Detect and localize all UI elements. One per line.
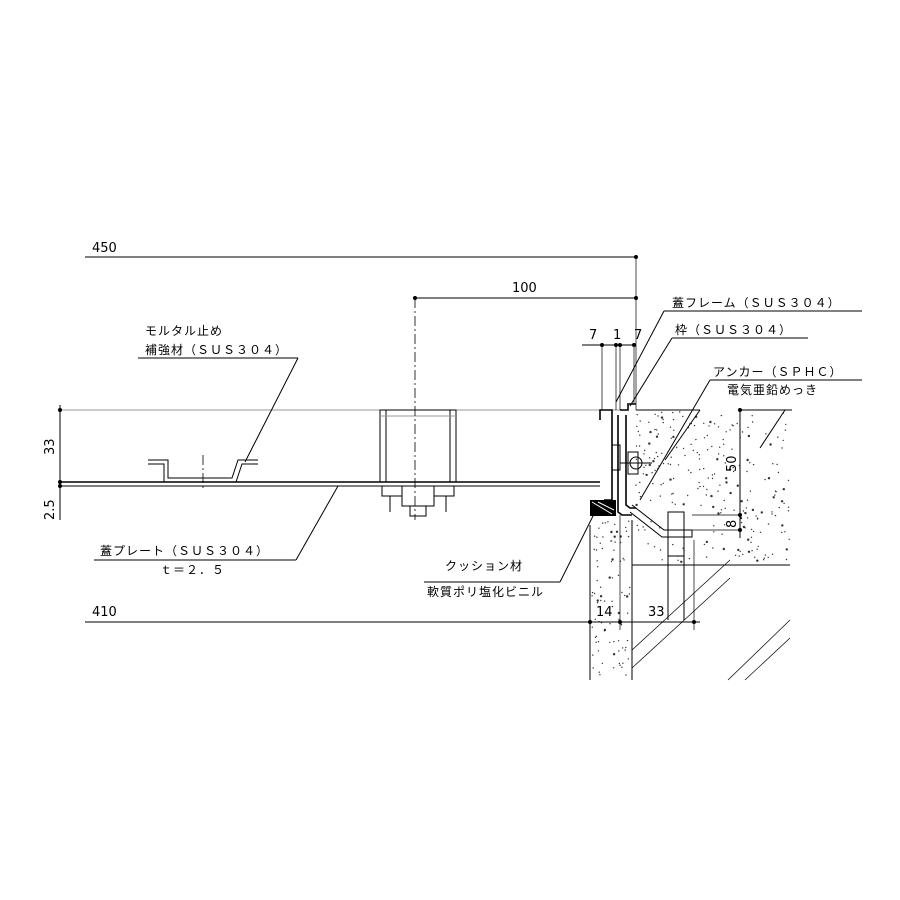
dim-7-right: 7 [634, 328, 642, 343]
label-cover-plate-2: ｔ＝２．５ [160, 563, 225, 577]
dim-33-bottom: 33 [648, 605, 665, 620]
concrete-outline [589, 409, 792, 681]
leader-lines [94, 310, 862, 583]
dim-450: 450 [92, 241, 117, 256]
dim-8-vertical: 8 [725, 520, 740, 528]
dim-1: 1 [613, 328, 621, 343]
label-cushion-2: 軟質ポリ塩化ビニル [427, 584, 544, 599]
label-mortar-stop-1: モルタル止め [145, 324, 223, 338]
frame-bracket [612, 444, 652, 475]
label-anchor-2: 電気亜鉛めっき [727, 382, 818, 397]
dim-2-5-vertical: 2.5 [43, 499, 58, 520]
label-cushion-1: クッション材 [445, 559, 523, 573]
dim-50-vertical: 50 [725, 455, 740, 472]
cover-plate [59, 409, 620, 487]
lifting-sleeve [379, 298, 457, 520]
concrete-area-upper [635, 411, 790, 563]
cushion-material [590, 500, 616, 516]
dimension-lines [58, 255, 742, 630]
label-cover-plate-1: 蓋プレート（ＳＵＳ３０４） [100, 544, 269, 558]
label-anchor-1: アンカー（ＳＰＨＣ） [713, 365, 843, 379]
dim-33-vertical: 33 [43, 438, 58, 455]
concrete-area-lower [591, 520, 631, 676]
mortar-stop-reinforcement [148, 459, 258, 483]
anchor [629, 504, 693, 538]
label-mortar-stop-2: 補強材（ＳＵＳ３０４） [145, 343, 288, 357]
label-frame: 枠（ＳＵＳ３０４） [675, 323, 792, 337]
dim-14: 14 [596, 605, 613, 620]
dim-7-left: 7 [589, 328, 597, 343]
dim-410: 410 [92, 605, 117, 620]
label-cover-frame: 蓋フレーム（ＳＵＳ３０４） [672, 296, 841, 310]
dim-100: 100 [512, 281, 537, 296]
